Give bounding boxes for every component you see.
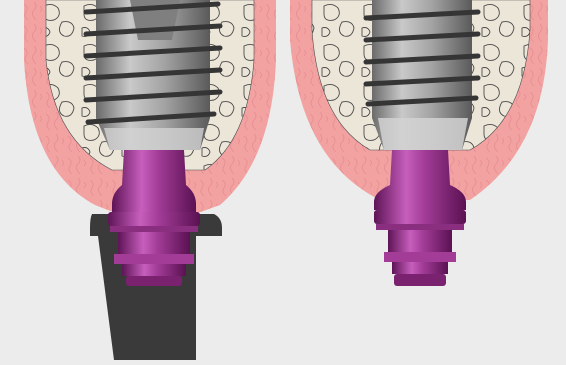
right-implant <box>366 0 478 150</box>
caption <box>330 356 530 365</box>
left-implant <box>86 0 220 150</box>
